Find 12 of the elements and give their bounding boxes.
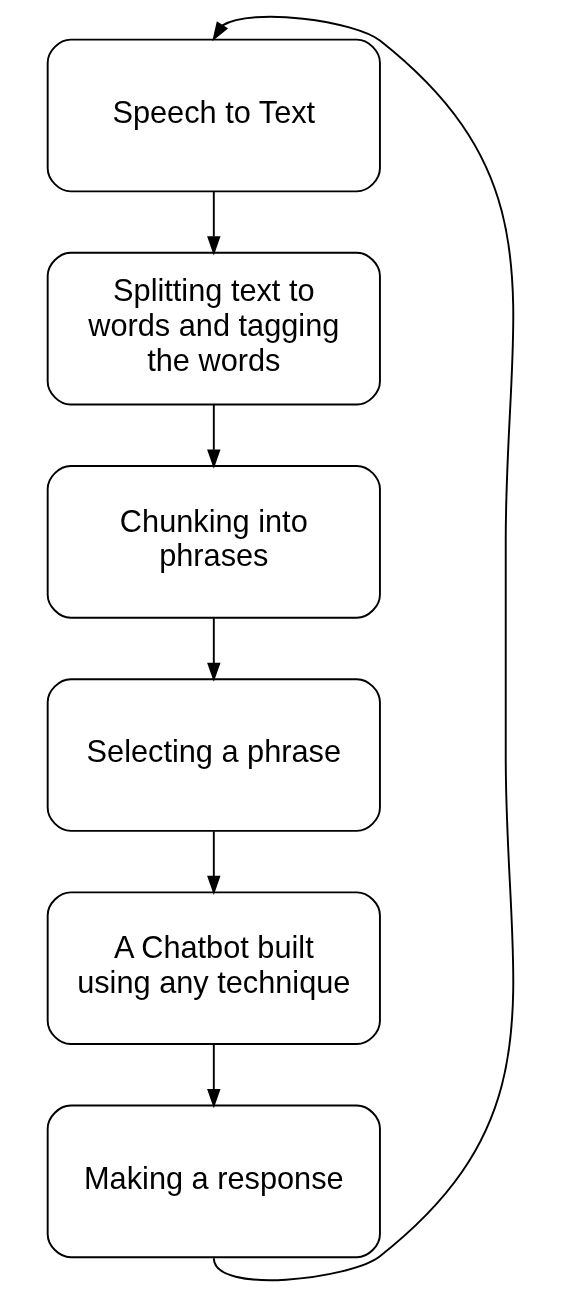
node-box: Selecting a phrase — [46, 678, 381, 832]
arrow — [207, 404, 221, 469]
arrow — [207, 1043, 221, 1109]
arrow — [212, 15, 514, 1282]
node-box: Splitting text to words and tagging the words — [46, 251, 381, 406]
arrow — [207, 830, 221, 896]
arrow — [207, 190, 221, 256]
node-box: Making a response — [46, 1104, 381, 1259]
arrow — [207, 617, 221, 682]
node-box: Speech to Text — [46, 38, 381, 193]
node-box: Chunking into phrases — [46, 465, 381, 619]
node-box: A Chatbot built using any technique — [46, 891, 381, 1046]
